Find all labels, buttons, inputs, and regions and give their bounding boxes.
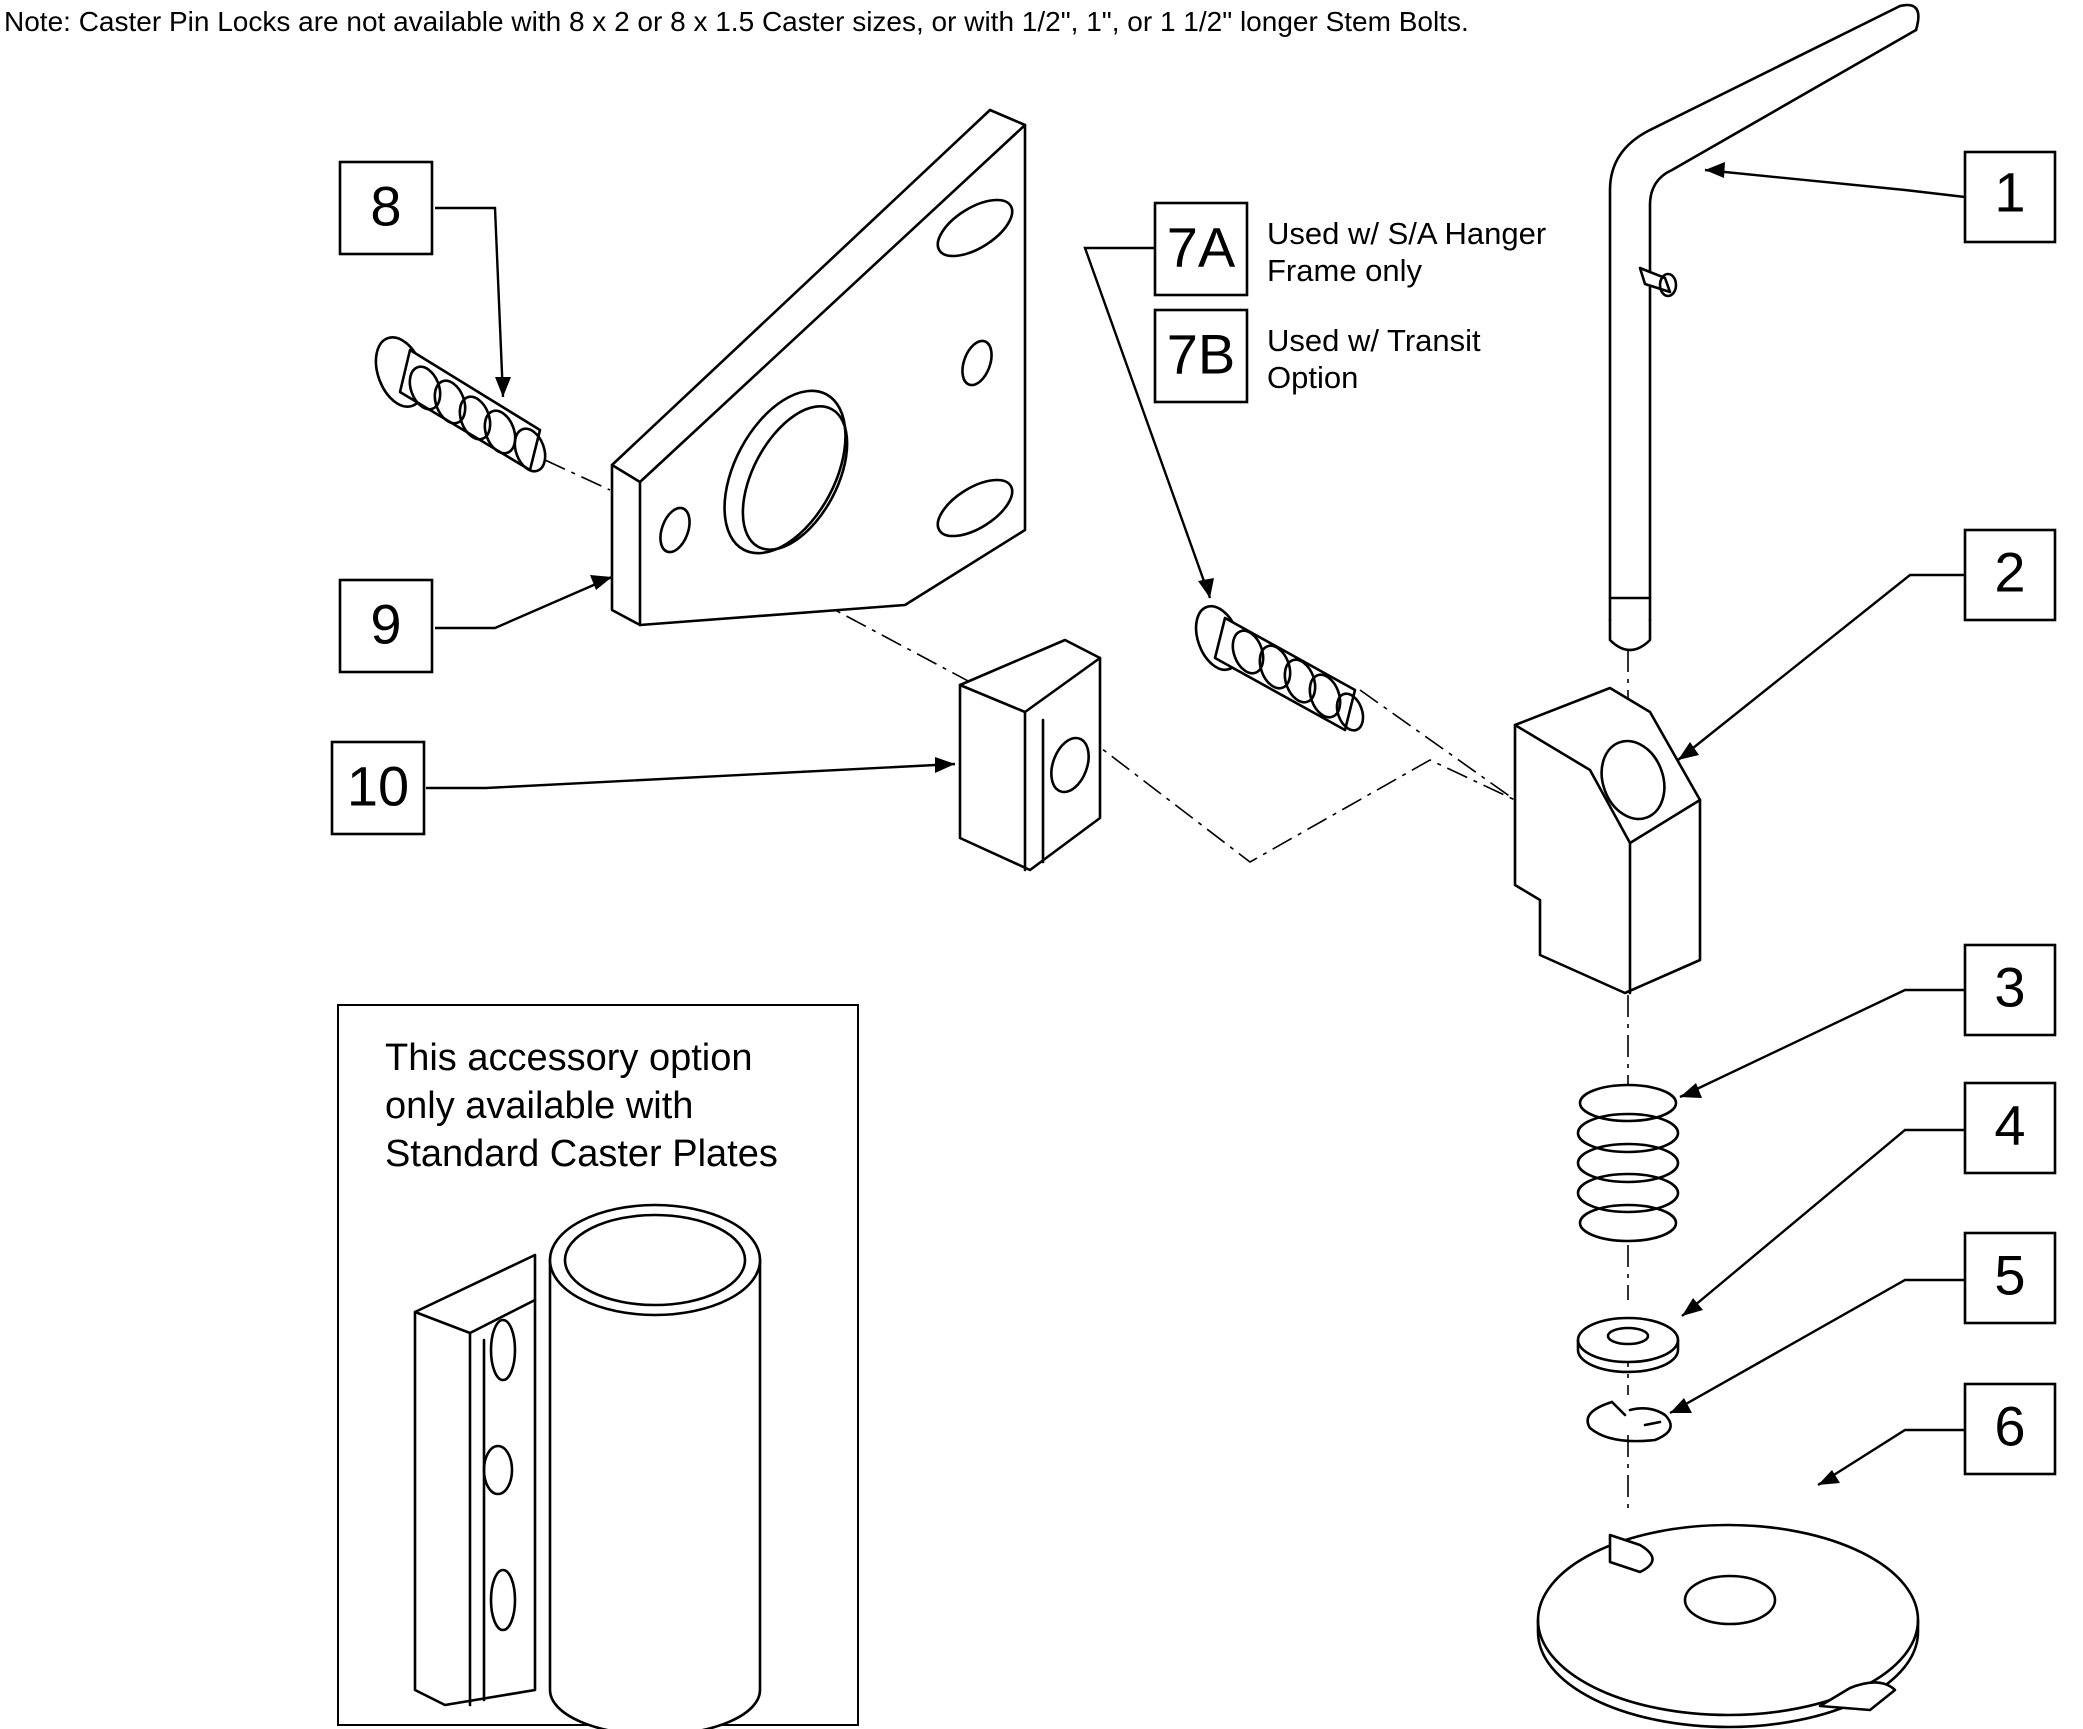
callout-7b: 7B Used w/ Transit Option: [1153, 308, 1481, 404]
svg-text:Used w/ Transit: Used w/ Transit: [1267, 323, 1481, 358]
svg-text:Frame only: Frame only: [1267, 253, 1423, 288]
callout-3: 3: [1963, 943, 2057, 1037]
note-text: Note: Caster Pin Locks are not available…: [4, 6, 1469, 37]
part-5-e-clip: [1586, 1400, 1672, 1443]
part-6-caster-disc: [1536, 1523, 1920, 1729]
callout-6: 6: [1963, 1382, 2057, 1476]
svg-text:7A: 7A: [1167, 216, 1236, 279]
callout-5: 5: [1963, 1231, 2057, 1325]
inset-line-1: This accessory option: [385, 1037, 753, 1079]
callout-1: 1: [1963, 150, 2057, 244]
callout-8: 8: [338, 160, 434, 256]
svg-text:9: 9: [370, 593, 401, 656]
part-3-spring: [1576, 1083, 1680, 1243]
part-4-washer: [1576, 1316, 1680, 1374]
svg-text:5: 5: [1994, 1244, 2025, 1307]
svg-text:8: 8: [370, 175, 401, 238]
part-2-lock-block: [1513, 686, 1702, 995]
standard-caster-plate-illustration: [413, 1203, 762, 1729]
leader-lines: [426, 162, 1966, 1487]
svg-text:3: 3: [1994, 956, 2025, 1019]
part-10-nut-block: [958, 638, 1102, 872]
callout-9: 9: [338, 578, 434, 674]
callout-4: 4: [1963, 1081, 2057, 1175]
inset-line-2: only available with: [385, 1085, 693, 1127]
callout-2: 2: [1963, 528, 2057, 622]
callout-10: 10: [330, 740, 426, 836]
svg-text:4: 4: [1994, 1094, 2025, 1157]
svg-text:Option: Option: [1267, 360, 1358, 395]
svg-text:1: 1: [1994, 161, 2025, 224]
part-8-bolt: [374, 336, 547, 473]
svg-text:Used w/ S/A Hanger: Used w/ S/A Hanger: [1267, 216, 1546, 251]
inset-line-3: Standard Caster Plates: [385, 1133, 778, 1175]
svg-text:2: 2: [1994, 541, 2025, 604]
part-9-mount-plate: [610, 108, 1027, 627]
part-1-pin: [1608, 3, 1920, 652]
svg-text:6: 6: [1994, 1395, 2025, 1458]
part-7-bolt: [1194, 604, 1365, 732]
svg-text:10: 10: [347, 755, 409, 818]
inset-panel: This accessory option only available wit…: [337, 1004, 859, 1729]
svg-text:7B: 7B: [1167, 323, 1236, 386]
callout-7a: 7A Used w/ S/A Hanger Frame only: [1153, 201, 1546, 297]
